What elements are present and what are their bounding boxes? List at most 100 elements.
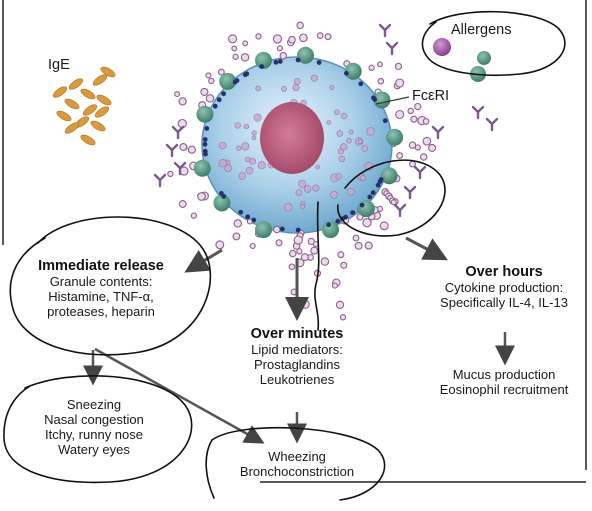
- over-minutes-title: Over minutes: [222, 326, 372, 343]
- granule: [252, 136, 256, 140]
- membrane-dot: [251, 218, 256, 223]
- released-granule: [179, 98, 186, 105]
- symptom-sneezing: Sneezing: [14, 398, 174, 413]
- granule: [339, 156, 345, 162]
- released-granule: [421, 154, 427, 160]
- membrane-dot: [296, 58, 301, 63]
- released-granule: [179, 201, 186, 208]
- released-granule: [274, 226, 280, 232]
- released-granule: [308, 238, 314, 244]
- released-granule: [191, 213, 196, 218]
- granule: [256, 86, 261, 91]
- released-granule: [229, 35, 237, 43]
- immediate-line-2: Histamine, TNF-α,: [6, 290, 196, 305]
- membrane-dot: [203, 152, 208, 157]
- released-granule: [250, 244, 255, 249]
- released-granule: [369, 65, 374, 70]
- minutes-line-1: Lipid mediators:: [222, 343, 372, 358]
- immediate-release-title: Immediate release: [6, 258, 196, 275]
- membrane-dot: [204, 126, 209, 131]
- released-granule: [301, 300, 309, 308]
- membrane-dot: [221, 91, 226, 96]
- allergen-teal-sphere: [477, 51, 491, 65]
- released-granule: [175, 92, 180, 97]
- released-granule: [365, 242, 372, 249]
- released-granule: [297, 249, 302, 254]
- allergen-cross: [173, 127, 183, 138]
- released-granule: [321, 258, 328, 265]
- membrane-dot: [217, 97, 222, 102]
- symptom-watery-eyes: Watery eyes: [14, 443, 174, 458]
- granule: [358, 139, 363, 144]
- released-granule: [355, 242, 362, 249]
- membrane-dot: [296, 228, 301, 233]
- released-granule: [243, 41, 248, 46]
- membrane-dot: [350, 210, 355, 215]
- membrane-dot: [379, 177, 384, 182]
- ige-antibody: [63, 97, 80, 111]
- released-granule: [290, 250, 296, 256]
- released-granule: [317, 33, 323, 39]
- released-granule: [411, 116, 417, 122]
- granule: [219, 142, 226, 149]
- granule: [239, 173, 246, 180]
- minutes-line-2: Prostaglandins: [222, 358, 372, 373]
- membrane-dot: [317, 60, 322, 65]
- symptom-wheezing: Wheezing: [222, 450, 372, 465]
- membrane-dot: [326, 222, 331, 227]
- granule: [341, 113, 347, 119]
- released-granule: [311, 247, 318, 254]
- membrane-dot: [274, 60, 279, 65]
- granule: [327, 121, 331, 125]
- released-granule: [378, 78, 384, 84]
- allergen-cross: [155, 175, 165, 186]
- membrane-dot: [335, 219, 340, 224]
- released-granule: [289, 36, 296, 43]
- allergen-cross: [387, 43, 397, 54]
- arrow-hours: [406, 238, 440, 256]
- released-granule: [273, 35, 281, 43]
- allergen-cross: [405, 187, 415, 198]
- granule: [236, 146, 241, 151]
- membrane-dot: [360, 203, 365, 208]
- released-granule: [280, 53, 286, 59]
- ige-antibody: [51, 85, 68, 100]
- released-granule: [216, 241, 224, 249]
- membrane-dot: [203, 142, 208, 147]
- granule: [313, 185, 319, 191]
- ige-antibody: [79, 87, 96, 101]
- membrane-dot: [371, 95, 376, 100]
- membrane-dot: [278, 59, 283, 64]
- ige-antibody-cluster: [51, 65, 116, 147]
- membrane-dot: [245, 214, 250, 219]
- granule: [367, 127, 375, 135]
- released-granule: [188, 146, 195, 153]
- granule: [362, 145, 368, 151]
- granule: [249, 158, 255, 164]
- symptom-bronchoconstriction: Bronchoconstriction: [222, 465, 372, 480]
- membrane-dot: [238, 210, 243, 215]
- granule: [244, 124, 249, 129]
- granule: [334, 110, 339, 115]
- granule: [304, 185, 311, 192]
- granule: [225, 165, 232, 172]
- granule: [311, 75, 317, 81]
- granule: [336, 174, 342, 180]
- granule: [284, 203, 292, 211]
- allergen-cross: [487, 119, 497, 130]
- nucleus: [260, 102, 324, 174]
- released-granule: [396, 111, 404, 119]
- released-granule: [397, 153, 403, 159]
- allergen-cross: [395, 205, 405, 216]
- granule: [246, 167, 253, 174]
- ige-antibody: [89, 119, 106, 133]
- membrane-dot: [244, 71, 249, 76]
- ige-antibody: [95, 93, 112, 107]
- immediate-symptoms-block: Sneezing Nasal congestion Itchy, runny n…: [14, 398, 174, 458]
- allergen-cross: [167, 145, 177, 156]
- symptom-eosinophil-recruitment: Eosinophil recruitment: [420, 383, 588, 398]
- hours-line-1: Cytokine production:: [418, 281, 590, 296]
- granule: [293, 84, 299, 90]
- granule: [337, 131, 343, 137]
